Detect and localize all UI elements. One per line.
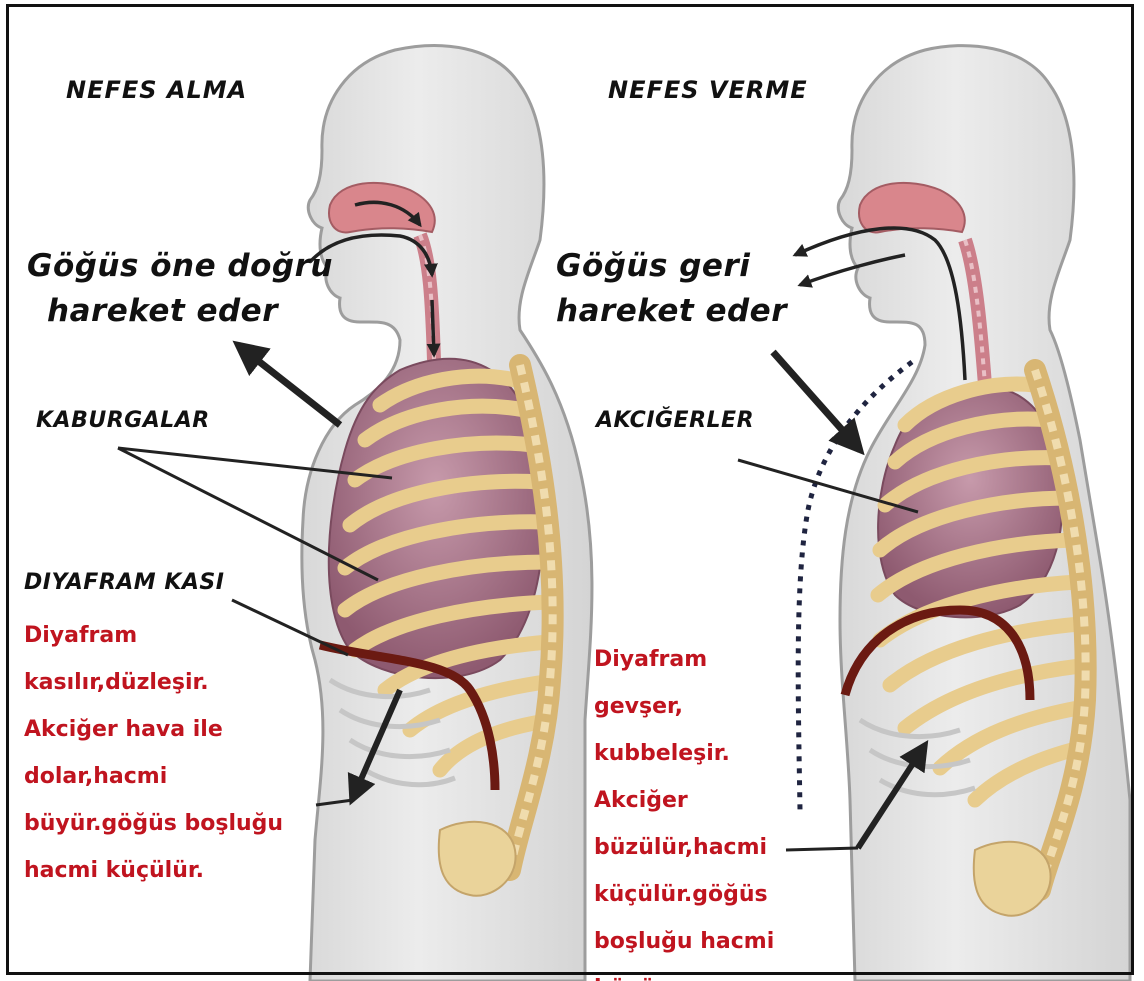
left-chest-motion-line-1: Göğüs öne doğru (27, 244, 333, 289)
left-chest-motion-label: Göğüs öne doğru hareket eder (27, 244, 333, 334)
right-note-line: Akciğer (594, 777, 774, 824)
left-title: NEFES ALMA (66, 76, 247, 104)
left-note-line: hacmi küçülür. (24, 847, 283, 894)
left-note-line: Akciğer hava ile (24, 706, 283, 753)
left-note: Diyafram kasılır,düzleşir. Akciğer hava … (24, 612, 283, 894)
left-note-line: dolar,hacmi (24, 753, 283, 800)
ribs-label: KABURGALAR (36, 408, 210, 433)
left-chest-motion-line-2: hareket eder (47, 289, 333, 334)
right-note-line: gevşer, (594, 683, 774, 730)
diaphragm-label: DIYAFRAM KASI (24, 570, 224, 595)
lungs-label: AKCIĞERLER (596, 408, 754, 433)
left-note-line: kasılır,düzleşir. (24, 659, 283, 706)
right-chest-motion-label: Göğüs geri hareket eder (556, 244, 787, 334)
right-chest-motion-line-2: hareket eder (556, 289, 787, 334)
right-chest-motion-line-1: Göğüs geri (556, 244, 787, 289)
right-title: NEFES VERME (608, 76, 808, 104)
right-note: Diyafram gevşer, kubbeleşir. Akciğer büz… (594, 636, 774, 981)
right-note-line: boşluğu hacmi (594, 918, 774, 965)
right-note-line: büyür. (594, 965, 774, 981)
right-note-line: küçülür.göğüs (594, 871, 774, 918)
left-note-line: Diyafram (24, 612, 283, 659)
right-note-line: Diyafram (594, 636, 774, 683)
left-note-line: büyür.göğüs boşluğu (24, 800, 283, 847)
right-note-line: büzülür,hacmi (594, 824, 774, 871)
right-note-line: kubbeleşir. (594, 730, 774, 777)
